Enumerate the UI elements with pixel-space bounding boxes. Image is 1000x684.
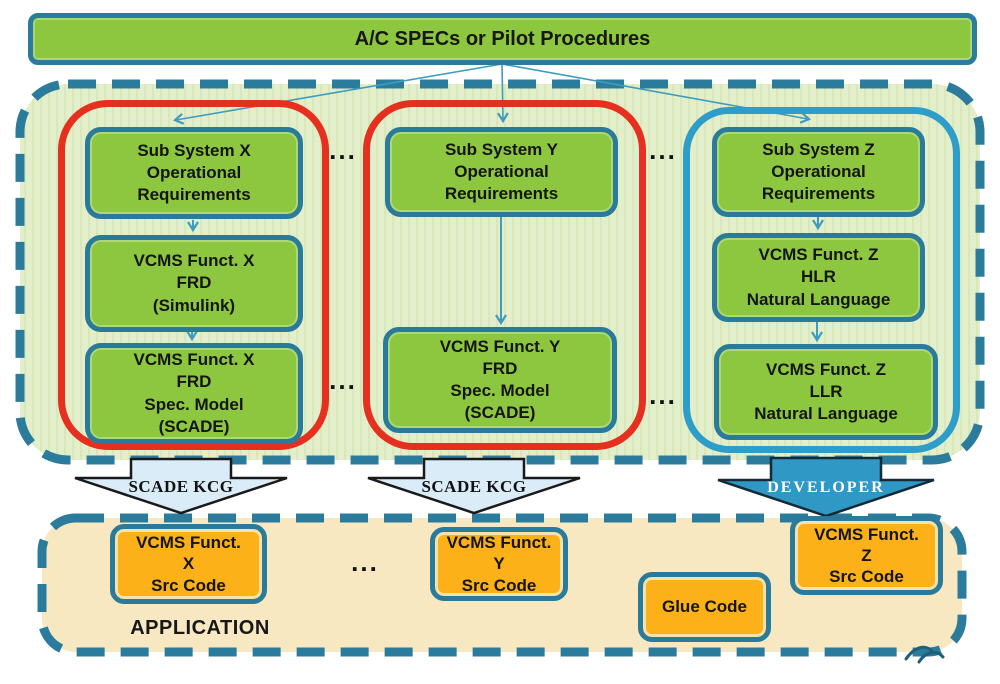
title-banner-label: A/C SPECs or Pilot Procedures — [354, 27, 651, 50]
fan-line-to-y — [496, 63, 509, 124]
node-vcms-z-llr-natural-language: VCMS Funct. Z LLR Natural Language — [714, 344, 938, 440]
scade-kcg-arrow-y — [367, 457, 581, 515]
subsystem-x-outline — [58, 100, 329, 450]
subsystem-y-outline — [363, 100, 646, 450]
ellipsis-application: ... — [351, 547, 379, 577]
title-banner: A/C SPECs or Pilot Procedures — [28, 13, 977, 65]
node-vcms-x-frd-spec-model-scade: VCMS Funct. X FRD Spec. Model (SCADE) — [85, 343, 303, 444]
corner-scribble — [904, 645, 945, 664]
srcbox-vcms-funct-x: VCMS Funct. X Src Code — [110, 524, 267, 604]
application-label: APPLICATION — [130, 617, 270, 639]
node-sub-system-z-requirements: Sub System Z Operational Requirements — [712, 127, 925, 217]
srcbox-vcms-funct-z: VCMS Funct. Z Src Code — [790, 516, 943, 595]
ellipsis-y-z-top: ... — [649, 135, 677, 165]
scade-kcg-arrow-label-x: SCADE KCG — [128, 477, 234, 496]
node-vcms-x-frd-simulink: VCMS Funct. X FRD (Simulink) — [85, 235, 303, 332]
ellipsis-y-z-bottom: ... — [649, 380, 677, 410]
developer-arrow-label: DEVELOPER — [767, 479, 885, 496]
srcbox-vcms-funct-y: VCMS Funct. Y Src Code — [430, 527, 568, 601]
application-container-dashed-border — [37, 513, 967, 657]
node-sub-system-y-requirements: Sub System Y Operational Requirements — [385, 127, 618, 217]
scade-kcg-arrow-label-y: SCADE KCG — [421, 477, 527, 496]
subsystem-z-outline — [683, 107, 960, 453]
developer-arrow-z — [717, 456, 935, 518]
fan-line-to-x — [172, 63, 503, 125]
node-vcms-y-frd-spec-model-scade: VCMS Funct. Y FRD Spec. Model (SCADE) — [383, 327, 617, 433]
glue-code-box: Glue Code — [638, 572, 771, 642]
ellipsis-x-y-top: ... — [329, 135, 357, 165]
node-sub-system-x-requirements: Sub System X Operational Requirements — [85, 127, 303, 219]
node-vcms-z-hlr-natural-language: VCMS Funct. Z HLR Natural Language — [712, 233, 925, 322]
scade-kcg-arrow-x — [74, 457, 288, 515]
ellipsis-x-y-bottom: ... — [329, 365, 357, 395]
